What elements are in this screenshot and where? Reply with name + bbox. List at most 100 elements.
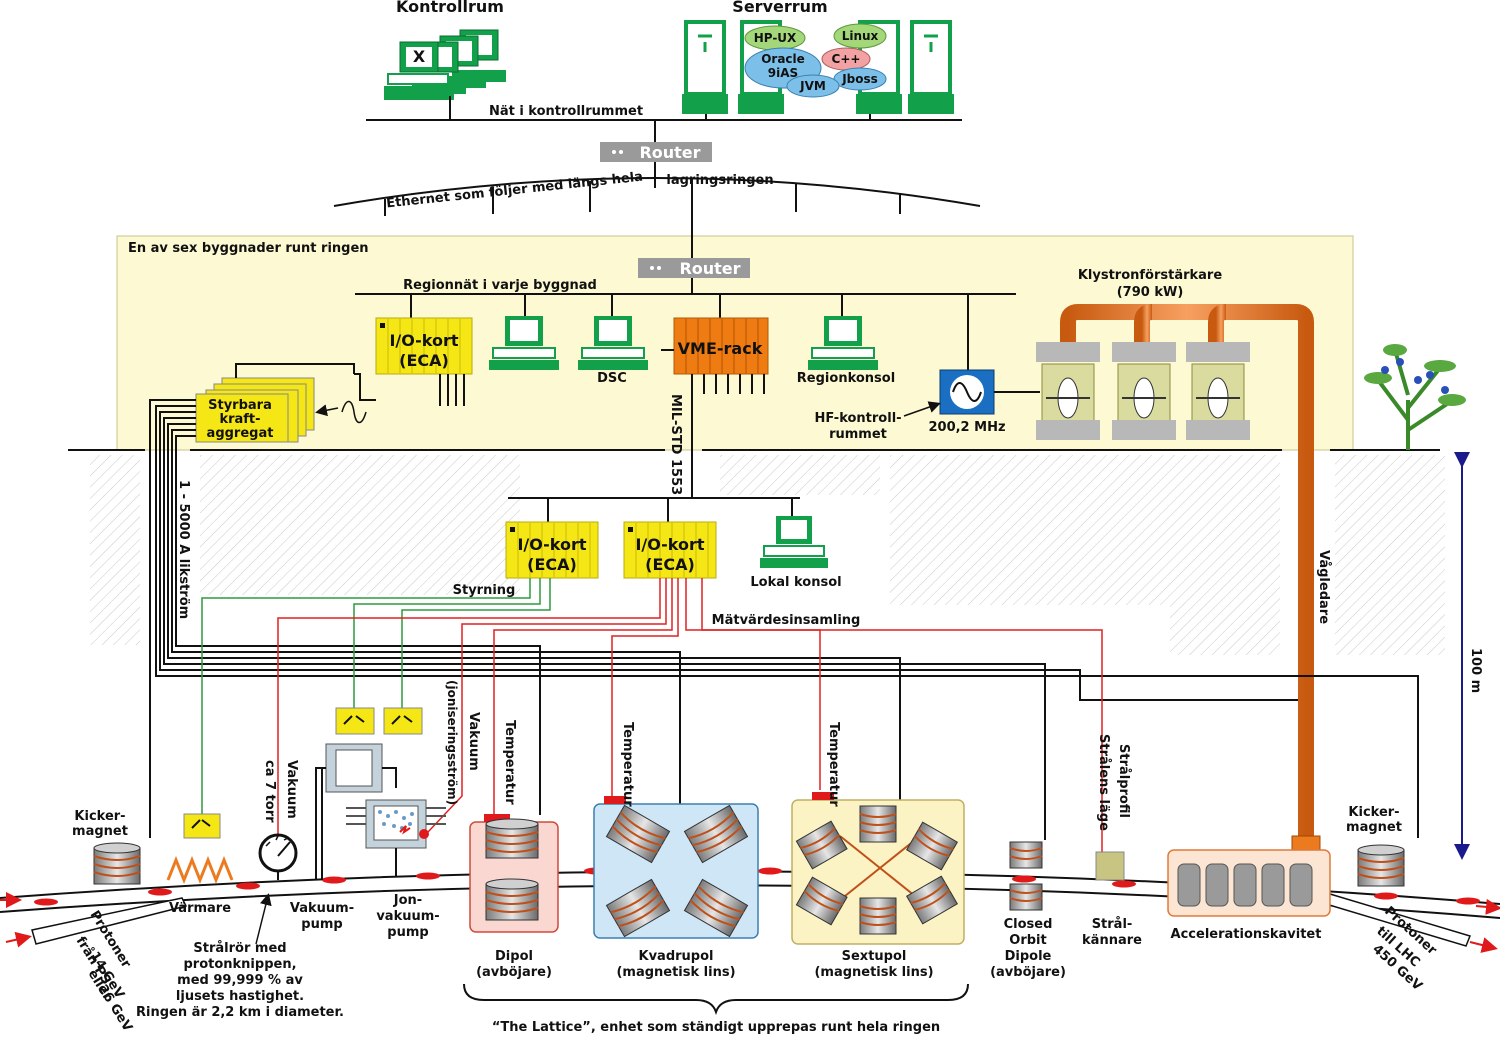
styrbara-label-2: kraft- — [219, 412, 260, 427]
vakuum-jon-label-2: (joniseringsström) — [445, 680, 459, 805]
io-card-underground-1 — [505, 521, 599, 579]
styrbara-label-1: Styrbara — [208, 398, 272, 413]
kicker-magnet-right-icon — [1357, 844, 1405, 887]
stralprofil-label-1: Strålprofil — [1116, 744, 1131, 818]
building-title: En av sex byggnader runt ringen — [128, 241, 369, 256]
sextupol-label-1: Sextupol — [842, 949, 907, 964]
soil-hatch-1 — [90, 455, 140, 645]
dipol-temp-label: Temperatur — [502, 720, 517, 805]
stralror-label-3: med 99,999 % av — [177, 973, 303, 988]
vacuum-gauge-icon — [258, 833, 298, 880]
kvadrupol-temp-label: Temperatur — [620, 722, 635, 807]
hf-label-2: rummet — [829, 427, 887, 442]
io-card-underground-2-label-1: I/O-kort — [635, 535, 704, 554]
ethernet-label-left: Ethernet som följer med längs hela — [386, 170, 644, 212]
closed-orbit-dipole — [1009, 841, 1043, 911]
cloud-jboss: Jboss — [841, 72, 878, 86]
serverrum-label: Serverrum — [732, 0, 827, 16]
kicker-right-label-1: Kicker- — [1348, 805, 1399, 820]
vakuum-jon-label-1: Vakuum — [466, 712, 481, 771]
io-card-building-label-1: I/O-kort — [389, 331, 458, 350]
soil-hatch-5 — [1335, 455, 1445, 655]
dipol-label-2: (avböjare) — [476, 965, 552, 980]
cloud-cpp: C++ — [832, 52, 861, 66]
sextupole-magnet — [791, 792, 965, 945]
vakuum-label-1: Vakuum — [284, 760, 299, 819]
injection-line — [31, 897, 188, 945]
sextupol-label-2: (magnetisk lins) — [814, 965, 933, 980]
io-card-building — [375, 317, 473, 406]
control-room-terminals — [384, 29, 506, 100]
ion-pump-icon — [346, 799, 446, 876]
local-console-terminal — [760, 516, 828, 568]
klystron-units — [1036, 342, 1250, 440]
router-building-label: Router — [679, 259, 740, 278]
stralprofil-label-2: Strålens läge — [1096, 734, 1111, 831]
cloud-linux: Linux — [842, 29, 879, 43]
closed-label-1: Closed — [1004, 917, 1053, 932]
control-lines — [201, 578, 551, 814]
dc-cable-bundle — [149, 399, 1419, 840]
tree-icon — [1364, 344, 1466, 450]
jon-label-3: pump — [387, 925, 428, 940]
accelerating-cavity — [1167, 849, 1331, 917]
freq-label: 200,2 MHz — [928, 420, 1005, 435]
likstrom-label: 1 - 5000 A likström — [176, 480, 191, 619]
jon-label-1: Jon- — [393, 893, 422, 908]
beam-out-arrow — [1475, 898, 1500, 915]
beam-sensor — [1095, 851, 1125, 881]
heater-icon — [166, 813, 234, 885]
vme-rack-label: VME-rack — [678, 339, 763, 358]
kvadrupol-label-1: Kvadrupol — [639, 949, 714, 964]
ethernet-label-right: lagringsringen — [666, 173, 773, 188]
styrning-label: Styrning — [453, 583, 516, 598]
router-building: Router — [638, 258, 750, 278]
io-card-building-label-2: (ECA) — [399, 351, 449, 370]
lattice-label: “The Lattice”, enhet som ständigt upprep… — [492, 1020, 940, 1035]
ac-symbol-icon — [341, 400, 367, 424]
kvadrupol-label-2: (magnetisk lins) — [616, 965, 735, 980]
soil-hatch-2 — [200, 455, 520, 595]
lokal-konsol-label: Lokal konsol — [750, 575, 841, 590]
regionnat-label: Regionnät i varje byggnad — [403, 278, 597, 293]
accel-label: Accelerationskavitet — [1171, 927, 1322, 942]
varmare-label: Värmare — [169, 901, 231, 916]
vakuumpump-label-2: pump — [301, 917, 342, 932]
closed-label-4: (avböjare) — [990, 965, 1066, 980]
jon-label-2: vakuum- — [376, 909, 439, 924]
terminal-building — [489, 316, 559, 370]
measurement-lines — [277, 578, 1103, 852]
vagledare-label: Vågledare — [1316, 550, 1331, 624]
software-clouds — [744, 23, 887, 98]
vakuum-label-2: ca 7 torr — [262, 760, 277, 823]
kicker-right-label-2: magnet — [1346, 820, 1402, 835]
power-supplies — [195, 377, 315, 443]
dipol-label-1: Dipol — [495, 949, 533, 964]
klystron-label-1: Klystronförstärkare — [1078, 268, 1223, 283]
router-top-label: Router — [639, 143, 700, 162]
dsc-terminal — [578, 316, 648, 370]
quadrupole-magnet — [593, 796, 759, 939]
dsc-label: DSC — [597, 371, 627, 386]
regionkonsol-label: Regionkonsol — [797, 371, 895, 386]
x-terminal-label: X — [413, 47, 426, 66]
io-card-underground-1-label-2: (ECA) — [527, 555, 577, 574]
stralror-label-2: protonknippen, — [183, 957, 296, 972]
kicker-left-label-1: Kicker- — [74, 809, 125, 824]
region-console-terminal — [808, 316, 878, 370]
dipole-magnet — [469, 814, 559, 933]
router-top: Router — [600, 142, 712, 162]
hf-label-1: HF-kontroll- — [814, 411, 901, 426]
closed-label-2: Orbit — [1009, 933, 1046, 948]
matvarde-label: Mätvärdesinsamling — [712, 613, 861, 628]
hojd-label: 100 m — [1468, 648, 1483, 693]
nat-kontrollrum-label: Nät i kontrollrummet — [489, 104, 643, 119]
stralror-label-4: ljusets hastighet. — [176, 989, 304, 1004]
milstd-label: MIL-STD 1553 — [668, 394, 683, 495]
stralror-label-1: Strålrör med — [193, 941, 286, 956]
lattice-brace — [463, 983, 969, 1016]
cloud-oracle-1: Oracle — [761, 52, 805, 66]
vacuum-pump-icon — [315, 707, 423, 880]
